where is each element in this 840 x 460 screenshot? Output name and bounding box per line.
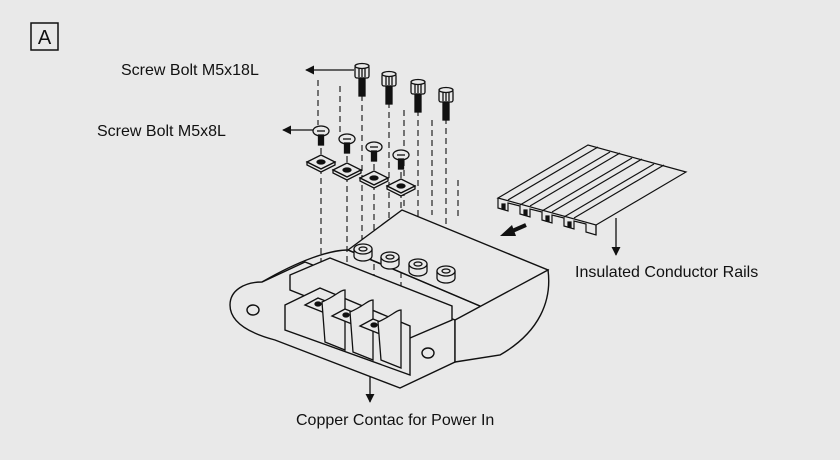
screw-short-1 [312, 125, 330, 146]
collar-1 [353, 243, 373, 262]
label-copper-contact: Copper Contac for Power In [296, 412, 494, 429]
terminal-recess [289, 257, 453, 339]
copper-contact-3 [358, 309, 402, 369]
collar-4 [436, 265, 456, 284]
insert-direction-arrow [500, 223, 527, 236]
copper-contact-2 [330, 299, 374, 361]
collar-2 [380, 251, 400, 270]
screw-long-1 [354, 62, 370, 97]
screw-long-4 [438, 86, 454, 121]
screw-bolts-long [354, 62, 454, 121]
washer-3 [358, 170, 390, 189]
mount-hole-right [421, 347, 435, 359]
insulated-conductor-rails [496, 144, 688, 236]
label-screw-bolt-m5x8l: Screw Bolt M5x8L [97, 123, 226, 140]
label-screw-bolt-m5x18l: Screw Bolt M5x18L [121, 62, 259, 79]
screw-short-3 [365, 141, 383, 162]
housing-right [454, 268, 550, 363]
collar-3 [408, 258, 428, 277]
panel-letter-box: A [30, 22, 59, 51]
screw-long-2 [381, 70, 397, 105]
terminal-collars [353, 243, 456, 284]
copper-contacts [303, 289, 402, 369]
screw-long-3 [410, 78, 426, 113]
label-insulated-conductor-rails: Insulated Conductor Rails [575, 264, 758, 281]
mount-hole-left [246, 304, 260, 316]
screw-bolts-short [312, 125, 410, 170]
screw-short-2 [338, 133, 356, 154]
washer-4 [385, 178, 417, 197]
washer-2 [331, 162, 363, 181]
screw-short-4 [392, 149, 410, 170]
washer-1 [305, 154, 337, 173]
square-washers [305, 154, 417, 197]
copper-contact-1 [303, 289, 346, 351]
panel-letter: A [38, 27, 52, 49]
